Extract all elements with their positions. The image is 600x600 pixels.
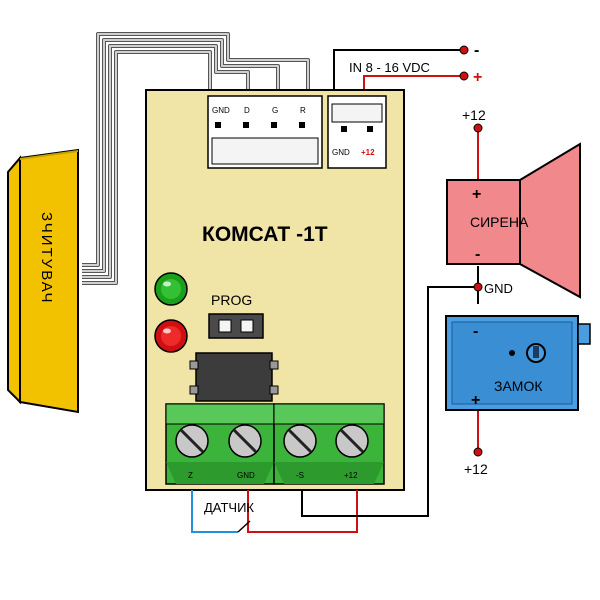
terminal-label-z: Z [188,471,193,480]
power-pin-label-gnd: GND [332,148,350,157]
reader-label: ЗЧИТУВАЧ [38,212,55,305]
power-input-label: IN 8 - 16 VDC [349,60,430,75]
power-plus-sign: + [473,69,482,86]
reader-pin-label-r: R [300,106,306,115]
siren-plus-sign: + [472,186,481,203]
reader-pin-r [299,122,305,128]
led-green [154,272,188,306]
led-red [154,319,188,353]
reader-connector: GND D G R [207,95,323,169]
reader-pin-label-d: D [244,106,250,115]
reader-pin-g [271,122,277,128]
prog-label: PROG [211,292,252,308]
sensor-label: ДАТЧИК [204,500,254,515]
sensor-wires [191,490,358,533]
siren-minus-sign: - [475,246,480,263]
terminal-screw-minus-s[interactable] [283,424,317,458]
controller-board: GND D G R GND +12 КОМСАТ -1Т PROG [145,89,405,491]
relay-chip [189,352,279,402]
lock [445,315,591,411]
board-title: КОМСАТ -1Т [202,223,328,246]
lock-plus-sign: + [471,392,480,409]
terminal-label-gnd: GND [237,471,255,480]
siren-supply-terminal [473,123,483,133]
lock-supply-terminal [473,447,483,457]
lock-supply-label: +12 [464,461,488,477]
siren-supply-label: +12 [462,107,486,123]
reader-pin-gnd [215,122,221,128]
lock-label: ЗАМОК [494,378,543,394]
terminal-screw-z[interactable] [175,424,209,458]
reader-pin-label-gnd: GND [212,106,230,115]
reader-pin-label-g: G [272,106,278,115]
terminal-label-plus12: +12 [344,471,358,480]
power-connector: GND +12 [327,95,387,169]
reader: ЗЧИТУВАЧ [7,148,79,414]
lock-minus-sign: - [473,323,478,340]
siren-label: СИРЕНА [470,214,529,230]
siren [446,142,581,299]
power-minus-sign: - [474,42,479,59]
terminal-label-minus-s: -S [296,471,304,480]
gnd-junction [473,282,483,292]
prog-jumper[interactable] [208,313,264,339]
gnd-label: GND [484,281,513,296]
reader-pin-d [243,122,249,128]
power-pin-label-plus12: +12 [361,148,375,157]
reader-cable [82,32,310,285]
terminal-screw-gnd[interactable] [228,424,262,458]
terminal-screw-plus12[interactable] [335,424,369,458]
